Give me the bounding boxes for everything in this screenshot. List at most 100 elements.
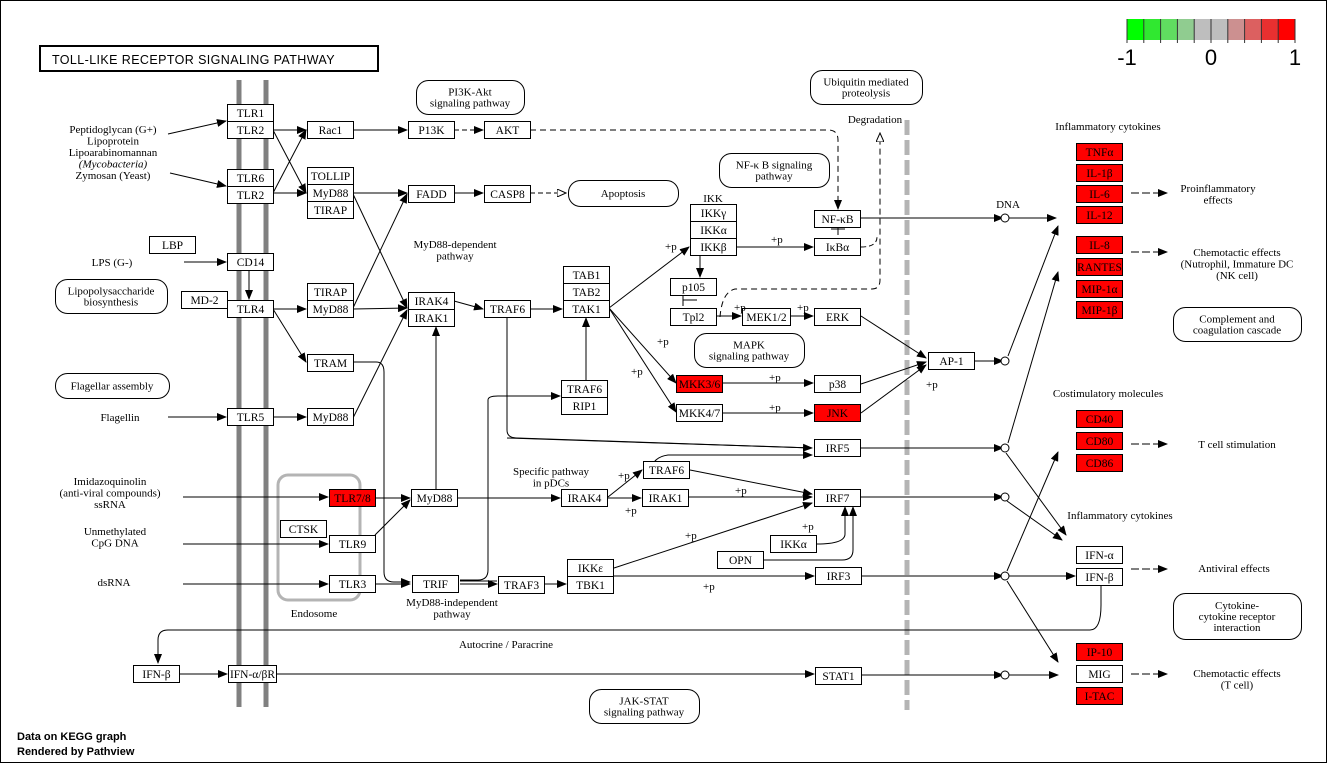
gene-node-ikba[interactable]: IκBα [814, 238, 861, 256]
gene-node-tlr2b[interactable]: TLR2 [227, 186, 274, 204]
gene-node-tpl2[interactable]: Tpl2 [670, 308, 717, 326]
gene-node-irf3[interactable]: IRF3 [815, 567, 862, 585]
gene-node-il6[interactable]: IL-6 [1076, 185, 1123, 203]
gene-node-mig[interactable]: MIG [1076, 665, 1123, 683]
gene-node-mip1a[interactable]: MIP-1α [1076, 280, 1123, 298]
gene-node-md2[interactable]: MD-2 [181, 291, 228, 309]
gene-label: IκBα [826, 242, 849, 254]
map-label-line: pathway [755, 171, 793, 183]
gene-node-tab2[interactable]: TAB2 [563, 283, 610, 301]
gene-node-tollip[interactable]: TOLLIP [307, 167, 354, 185]
gene-node-ifnabr[interactable]: IFN-α/βR [228, 665, 277, 683]
gene-node-irf7[interactable]: IRF7 [814, 489, 861, 507]
label-pdc: in pDCs [533, 478, 569, 490]
gene-node-irak4b[interactable]: IRAK4 [561, 489, 608, 507]
gene-node-mkk47[interactable]: MKK4/7 [676, 404, 723, 422]
gene-node-tlr6[interactable]: TLR6 [227, 169, 274, 187]
gene-node-p38[interactable]: p38 [814, 375, 861, 393]
label-myd-indep: MyD88-independent [406, 597, 498, 609]
gene-node-myd88a[interactable]: MyD88 [307, 184, 354, 202]
gene-node-tlr1[interactable]: TLR1 [227, 104, 274, 122]
gene-node-tab1[interactable]: TAB1 [563, 266, 610, 284]
gene-node-ikka2[interactable]: IKKα [770, 535, 817, 553]
gene-node-tlr2a[interactable]: TLR2 [227, 121, 274, 139]
gene-node-ifnb[interactable]: IFN-β [1076, 568, 1123, 586]
gene-box [307, 121, 354, 139]
gene-node-irak4a[interactable]: IRAK4 [408, 292, 455, 310]
gene-node-fadd[interactable]: FADD [408, 185, 455, 203]
gene-node-myd88d[interactable]: MyD88 [411, 489, 458, 507]
gene-label: IKKγ [701, 208, 727, 220]
label-chemo2: (T cell) [1221, 680, 1254, 692]
gene-node-tram[interactable]: TRAM [307, 354, 354, 372]
gene-node-il12[interactable]: IL-12 [1076, 206, 1123, 224]
gene-node-tlr3[interactable]: TLR3 [329, 575, 376, 593]
gene-node-trif[interactable]: TRIF [412, 575, 459, 593]
gene-node-ikkb[interactable]: IKKβ [690, 238, 737, 256]
gene-node-irak1a[interactable]: IRAK1 [408, 309, 455, 327]
gene-node-cd40[interactable]: CD40 [1076, 410, 1123, 428]
gene-node-tirapa[interactable]: TIRAP [307, 201, 354, 219]
gene-node-cd86[interactable]: CD86 [1076, 454, 1123, 472]
gene-node-tbk1[interactable]: TBK1 [567, 576, 614, 594]
gene-node-casp8[interactable]: CASP8 [484, 185, 531, 203]
map-link-apoptosis[interactable]: Apoptosis [568, 180, 679, 207]
gene-node-tak1[interactable]: TAK1 [563, 300, 610, 318]
gene-node-irak1b[interactable]: IRAK1 [642, 489, 689, 507]
gene-node-akt[interactable]: AKT [484, 121, 531, 139]
map-link-flag[interactable]: Flagellar assembly [55, 373, 170, 399]
gene-node-jnk[interactable]: JNK [814, 404, 861, 422]
gene-node-pi3k[interactable]: P13K [408, 121, 455, 139]
gene-node-irf5[interactable]: IRF5 [814, 439, 861, 457]
gene-node-ap1[interactable]: AP-1 [928, 352, 975, 370]
gene-node-mip1b[interactable]: MIP-1β [1076, 301, 1123, 319]
gene-node-erk[interactable]: ERK [814, 308, 861, 326]
gene-label: TAB2 [573, 287, 601, 299]
gene-node-ip10[interactable]: IP-10 [1076, 643, 1123, 661]
gene-node-myd88c[interactable]: MyD88 [307, 408, 354, 426]
gene-node-il1b[interactable]: IL-1β [1076, 164, 1123, 182]
gene-node-ifnb_l[interactable]: IFN-β [133, 665, 180, 683]
gene-node-il8[interactable]: IL-8 [1076, 236, 1123, 254]
gene-box [1076, 301, 1123, 319]
gene-node-tlr9[interactable]: TLR9 [329, 535, 376, 553]
gene-node-tlr4[interactable]: TLR4 [227, 300, 274, 318]
gene-node-nfkb[interactable]: NF-κB [814, 210, 861, 228]
gene-node-traf3[interactable]: TRAF3 [498, 576, 545, 594]
gene-node-rac1[interactable]: Rac1 [307, 121, 354, 139]
gene-node-traf6c[interactable]: TRAF6 [643, 461, 690, 479]
label-infl2: Inflammatory cytokines [1067, 510, 1172, 522]
gene-node-traf6b[interactable]: TRAF6 [561, 380, 608, 398]
gene-node-traf6a[interactable]: TRAF6 [484, 300, 531, 318]
gene-node-tlr78[interactable]: TLR7/8 [329, 489, 376, 507]
gene-node-ikka[interactable]: IKKα [690, 221, 737, 239]
gene-node-stat1[interactable]: STAT1 [815, 667, 862, 685]
gene-node-mek12[interactable]: MEK1/2 [742, 308, 791, 326]
gene-node-mkk36[interactable]: MKK3/6 [676, 375, 723, 393]
gene-node-rip1[interactable]: RIP1 [561, 397, 608, 415]
gene-node-cd80[interactable]: CD80 [1076, 432, 1123, 450]
gene-node-p105[interactable]: p105 [670, 278, 717, 296]
gene-node-lbp[interactable]: LBP [149, 236, 196, 254]
gene-node-tirapb[interactable]: TIRAP [307, 283, 354, 301]
gene-node-rantes[interactable]: RANTES [1076, 258, 1123, 276]
edge-path [719, 133, 880, 318]
gene-node-opn[interactable]: OPN [717, 551, 764, 569]
gene-node-cd14[interactable]: CD14 [227, 253, 274, 271]
gene-node-tnfa[interactable]: TNFα [1076, 143, 1123, 161]
gene-node-myd88b[interactable]: MyD88 [307, 300, 354, 318]
gene-node-ifna[interactable]: IFN-α [1076, 546, 1123, 564]
gene-node-ctsk[interactable]: CTSK [280, 520, 327, 538]
gene-node-tlr5[interactable]: TLR5 [227, 408, 274, 426]
gene-node-itac[interactable]: I-TAC [1076, 687, 1123, 705]
gene-node-ikkg[interactable]: IKKγ [690, 204, 737, 222]
gene-node-ikke[interactable]: IKKε [567, 559, 614, 577]
